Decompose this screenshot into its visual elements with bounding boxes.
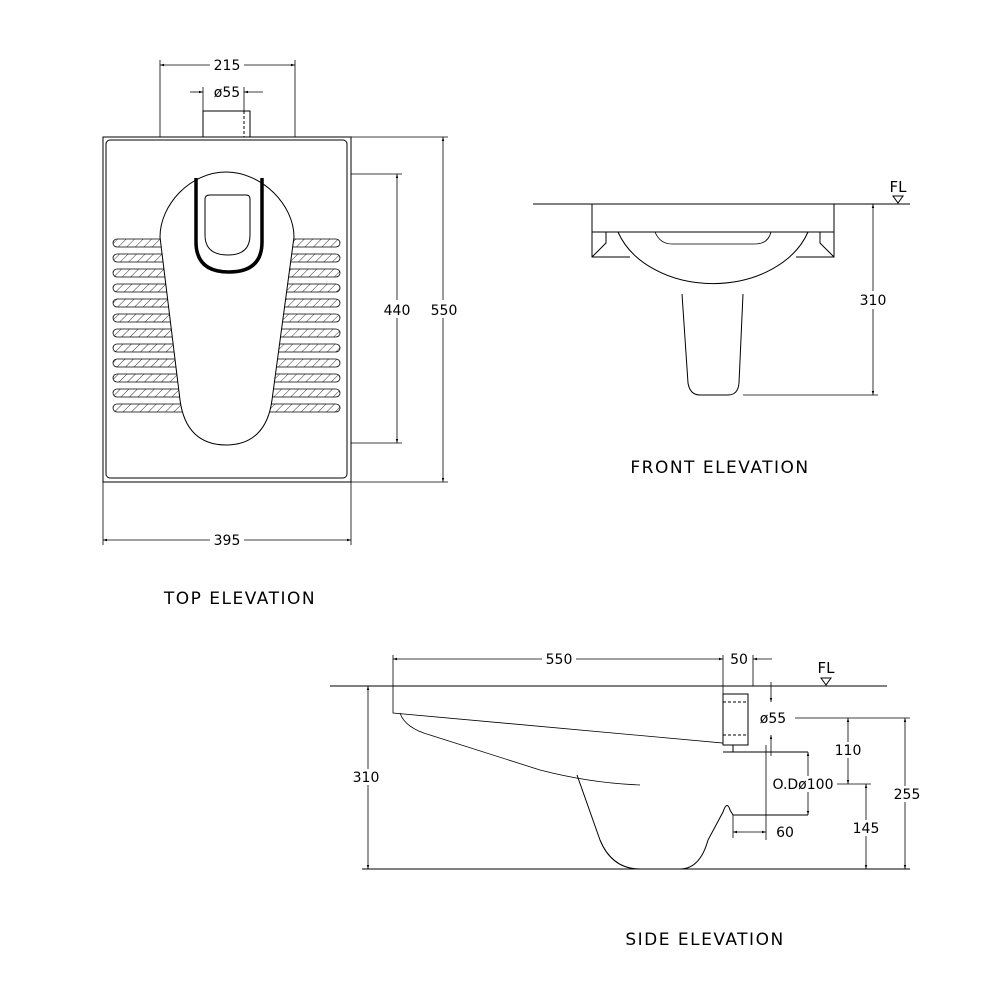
pan-body — [392, 686, 724, 744]
front-elevation: 310 FL FRONT ELEVATION — [533, 178, 910, 478]
trap — [681, 293, 744, 396]
inlet-pipe — [722, 693, 749, 746]
pan-underside — [399, 712, 641, 786]
floor-level-label: FL — [890, 178, 908, 196]
dim-50: 50 — [730, 652, 748, 668]
dim-outlet-dia: ø55 — [214, 85, 240, 101]
dim-255: 255 — [894, 787, 921, 803]
side-elevation: 550 50 ø55 110 O.Dø100 145 255 60 — [330, 651, 924, 950]
dim-110: 110 — [835, 743, 862, 759]
floor-level-label: FL — [818, 659, 836, 677]
dim-215: 215 — [214, 58, 241, 74]
pipe-stub — [723, 745, 808, 753]
right-flange — [796, 232, 835, 258]
side-elevation-title: SIDE ELEVATION — [625, 930, 784, 950]
left-flange — [591, 232, 630, 258]
dim-outlet-od: O.Dø100 — [773, 777, 834, 793]
dim-inlet-dia: ø55 — [760, 711, 786, 727]
outlet-pipe — [202, 110, 251, 138]
dim-550: 550 — [546, 652, 573, 668]
dim-310: 310 — [860, 293, 887, 309]
top-elevation: 215 ø55 440 550 395 TOP ELEVATION — [102, 57, 460, 609]
drain-opening — [204, 194, 251, 256]
top-elevation-title: TOP ELEVATION — [163, 589, 316, 609]
dim-550: 550 — [431, 303, 458, 319]
floor-level-marker-icon — [820, 677, 832, 686]
dim-60: 60 — [776, 825, 794, 841]
trap-profile — [576, 774, 808, 870]
dim-145: 145 — [853, 821, 880, 837]
front-elevation-title: FRONT ELEVATION — [630, 458, 809, 478]
dim-395: 395 — [214, 533, 241, 549]
bowl-rim — [194, 178, 264, 274]
pan-inner-outline — [105, 139, 348, 479]
dim-310: 310 — [353, 770, 380, 786]
bowl-profile — [617, 231, 809, 285]
bowl-lip — [654, 231, 772, 245]
dim-440: 440 — [384, 303, 411, 319]
pan-rim — [591, 203, 835, 233]
floor-level-marker-icon — [892, 195, 904, 204]
